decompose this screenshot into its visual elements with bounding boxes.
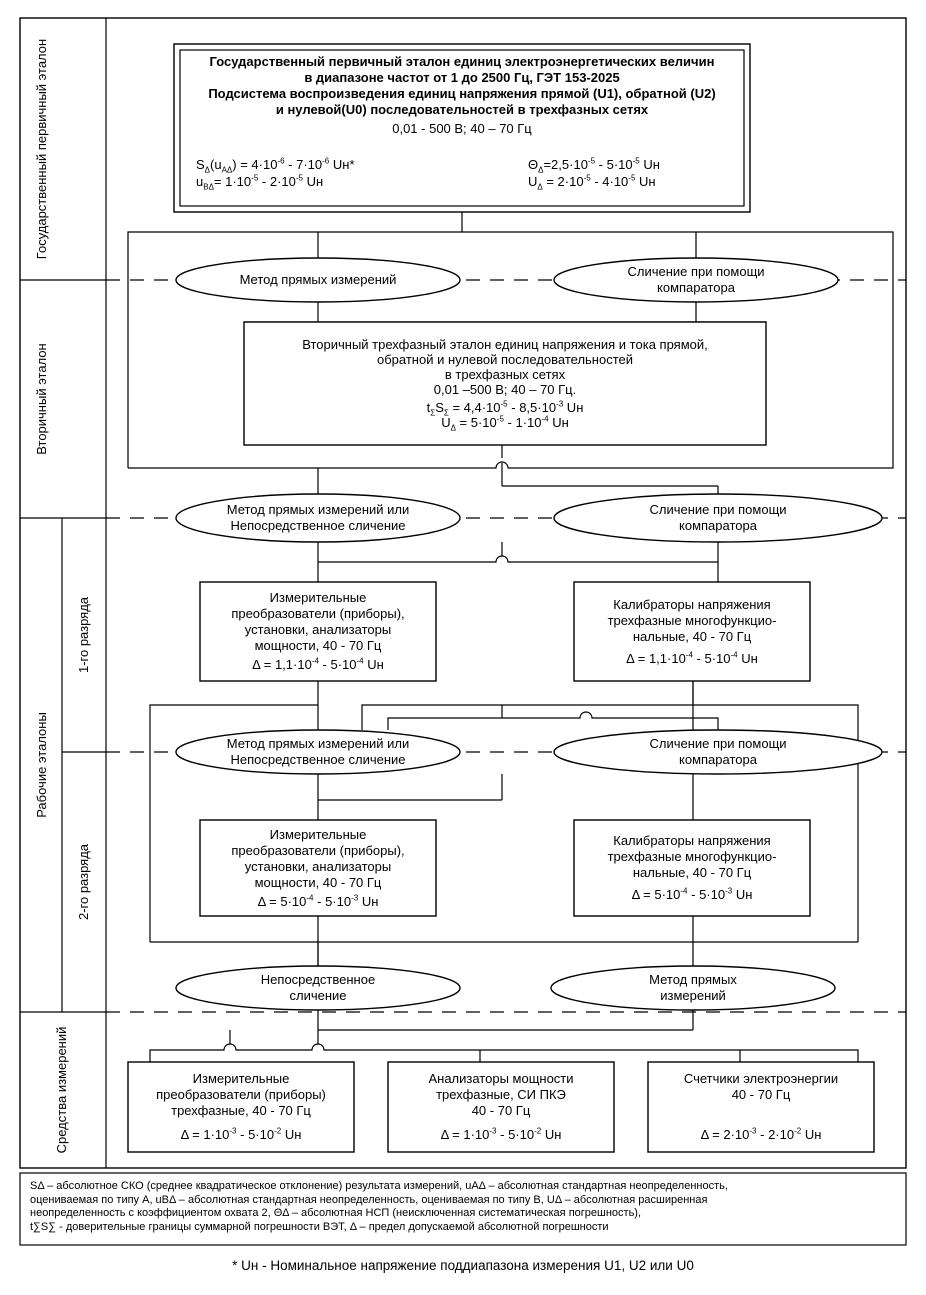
primary-title-1: Государственный первичный эталон единиц … — [209, 54, 715, 69]
secondary-ts-value: tΣSΣ = 4,4·10-5 - 8,5·10-3 Uн — [426, 399, 584, 418]
primary-title-3: Подсистема воспроизведения единиц напряж… — [208, 86, 716, 101]
si-transducers-box — [127, 1061, 355, 1153]
grade2-calibrators-box — [573, 819, 811, 917]
label-working: Рабочие эталоны — [34, 712, 49, 818]
primary-params-left: SΔ(uAΔ) = 4·10-6 - 7·10-6 Uн* uBΔ= 1·10-… — [196, 156, 496, 192]
primary-theta-value: ΘΔ=2,5·10-5 - 5·10-5 Uн — [528, 156, 660, 175]
legend-line: t∑S∑ - доверительные границы суммарной п… — [30, 1220, 609, 1233]
label-grade-2: 2-го разряда — [76, 843, 91, 921]
label-secondary: Вторичный эталон — [34, 343, 49, 455]
method-immediate-ellipse — [175, 965, 461, 1011]
method-direct-ellipse — [175, 257, 461, 303]
method-comparator-ellipse-2 — [553, 493, 883, 543]
legend-frame — [19, 1172, 907, 1246]
method-comparator-ellipse-3 — [553, 729, 883, 775]
si-analyzers-text: Анализаторы мощности трехфазные, СИ ПКЭ … — [428, 1071, 574, 1142]
method-direct-or-immediate-ellipse — [175, 493, 461, 543]
grade1-transducers-text: Измерительные преобразователи (приборы),… — [231, 590, 405, 672]
label-state-primary: Государственный первичный эталон — [34, 38, 49, 260]
footnote: * Uн - Номинальное напряжение поддиапазо… — [232, 1258, 694, 1273]
primary-u-value: uBΔ= 1·10-5 - 2·10-5 Uн — [196, 173, 324, 192]
grade2-calibrators-text: Калибраторы напряжения трехфазные многоф… — [607, 833, 777, 902]
secondary-line-4: 0,01 –500 В; 40 – 70 Гц. — [433, 382, 577, 397]
legend-line: SΔ – абсолютное СКО (среднее квадратичес… — [30, 1180, 728, 1192]
primary-s-value: SΔ(uAΔ) = 4·10-6 - 7·10-6 Uн* — [196, 156, 355, 175]
label-grade-1: 1-го разряда — [76, 596, 91, 674]
si-analyzers-box — [387, 1061, 615, 1153]
secondary-line-1: Вторичный трехфазный эталон единиц напря… — [302, 337, 708, 352]
si-meters-box — [647, 1061, 875, 1153]
label-instruments: Средства измерений — [54, 1026, 69, 1154]
primary-standard-box — [179, 49, 745, 207]
legend: SΔ – абсолютное СКО (среднее квадратичес… — [30, 1180, 890, 1234]
secondary-line-2: обратной и нулевой последовательностей — [376, 352, 634, 367]
diagram-frame — [19, 17, 907, 1169]
si-transducers-text: Измерительные преобразователи (приборы) … — [156, 1071, 326, 1142]
connector-lines — [127, 212, 894, 1062]
secondary-standard-text: Вторичный трехфазный эталон единиц напря… — [244, 326, 766, 441]
method-direct-or-immediate-ellipse-2 — [175, 729, 461, 775]
legend-line: оцениваемая по типу А, uBΔ – абсолютная … — [30, 1193, 708, 1206]
primary-U-value: UΔ = 2·10-5 - 4·10-5 Uн — [528, 173, 656, 192]
primary-title-2: в диапазоне частот от 1 до 2500 Гц, ГЭТ … — [304, 70, 620, 85]
primary-params-right: ΘΔ=2,5·10-5 - 5·10-5 Uн UΔ = 2·10-5 - 4·… — [528, 156, 728, 192]
grade1-transducers-box — [199, 581, 437, 682]
legend-line: неопределенность с коэффициентом охвата … — [30, 1207, 642, 1219]
si-meters-text: Счетчики электроэнергии 40 - 70 Гц Δ = 2… — [683, 1071, 839, 1142]
secondary-U-value: UΔ = 5·10-5 - 1·10-4 Uн — [441, 414, 569, 433]
grade2-transducers-text: Измерительные преобразователи (приборы),… — [231, 826, 405, 909]
secondary-standard-box — [243, 321, 767, 446]
primary-range: 0,01 - 500 В; 40 – 70 Гц — [392, 121, 532, 136]
grade1-calibrators-box — [573, 581, 811, 682]
grade2-transducers-box — [199, 819, 437, 917]
method-comparator-ellipse — [553, 257, 839, 303]
secondary-line-3: в трехфазных сетях — [444, 367, 566, 382]
method-direct-ellipse-2 — [550, 965, 836, 1011]
grade1-calibrators-text: Калибраторы напряжения трехфазные многоф… — [607, 596, 777, 666]
method-direct-label: Метод прямых измерений — [239, 272, 397, 287]
primary-standard-text: Государственный первичный эталон единиц … — [180, 54, 744, 204]
primary-title-4: и нулевой(U0) последовательностей в трех… — [275, 102, 649, 117]
